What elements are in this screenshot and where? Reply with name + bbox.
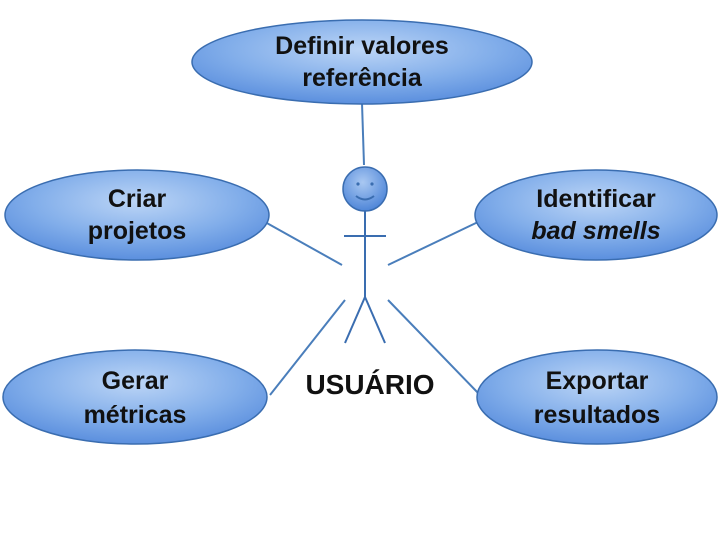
actor-eye-left xyxy=(356,182,360,186)
use-case-definir-line2: referência xyxy=(302,64,423,92)
use-case-identificar-ellipse xyxy=(474,169,718,261)
use-case-exportar-line1: Exportar xyxy=(546,367,649,395)
use-case-identificar[interactable]: Identificar bad smells xyxy=(474,169,718,261)
use-case-criar-line1: Criar xyxy=(108,185,167,213)
use-case-definir[interactable]: Definir valores referência xyxy=(191,19,533,105)
link-exportar xyxy=(387,299,481,396)
link-gerar xyxy=(269,299,346,396)
use-case-definir-ellipse xyxy=(191,19,533,105)
actor-smile xyxy=(355,195,375,201)
use-case-gerar[interactable]: Gerar métricas xyxy=(2,349,268,445)
actor-leg-left xyxy=(344,296,366,344)
link-criar xyxy=(264,221,343,266)
use-case-criar-line2: projetos xyxy=(88,217,187,245)
use-case-exportar[interactable]: Exportar resultados xyxy=(476,349,718,445)
use-case-identificar-line1: Identificar xyxy=(536,185,656,213)
use-case-exportar-ellipse xyxy=(476,349,718,445)
actor-eye-right xyxy=(370,182,374,186)
actor-head-icon xyxy=(342,166,388,212)
use-case-gerar-line1: Gerar xyxy=(102,367,169,395)
link-definir xyxy=(361,102,365,166)
use-case-identificar-line2: bad smells xyxy=(531,217,660,245)
use-case-criar-ellipse xyxy=(4,169,270,261)
use-case-criar[interactable]: Criar projetos xyxy=(4,169,270,261)
use-case-definir-line1: Definir valores xyxy=(275,32,449,60)
actor-figure xyxy=(342,166,388,344)
actor-label: USUÁRIO xyxy=(305,369,434,400)
link-identificar xyxy=(387,221,479,266)
actor-leg-right xyxy=(364,296,386,344)
use-case-exportar-line2: resultados xyxy=(534,401,660,429)
use-case-gerar-ellipse xyxy=(2,349,268,445)
use-case-gerar-line2: métricas xyxy=(84,401,187,429)
